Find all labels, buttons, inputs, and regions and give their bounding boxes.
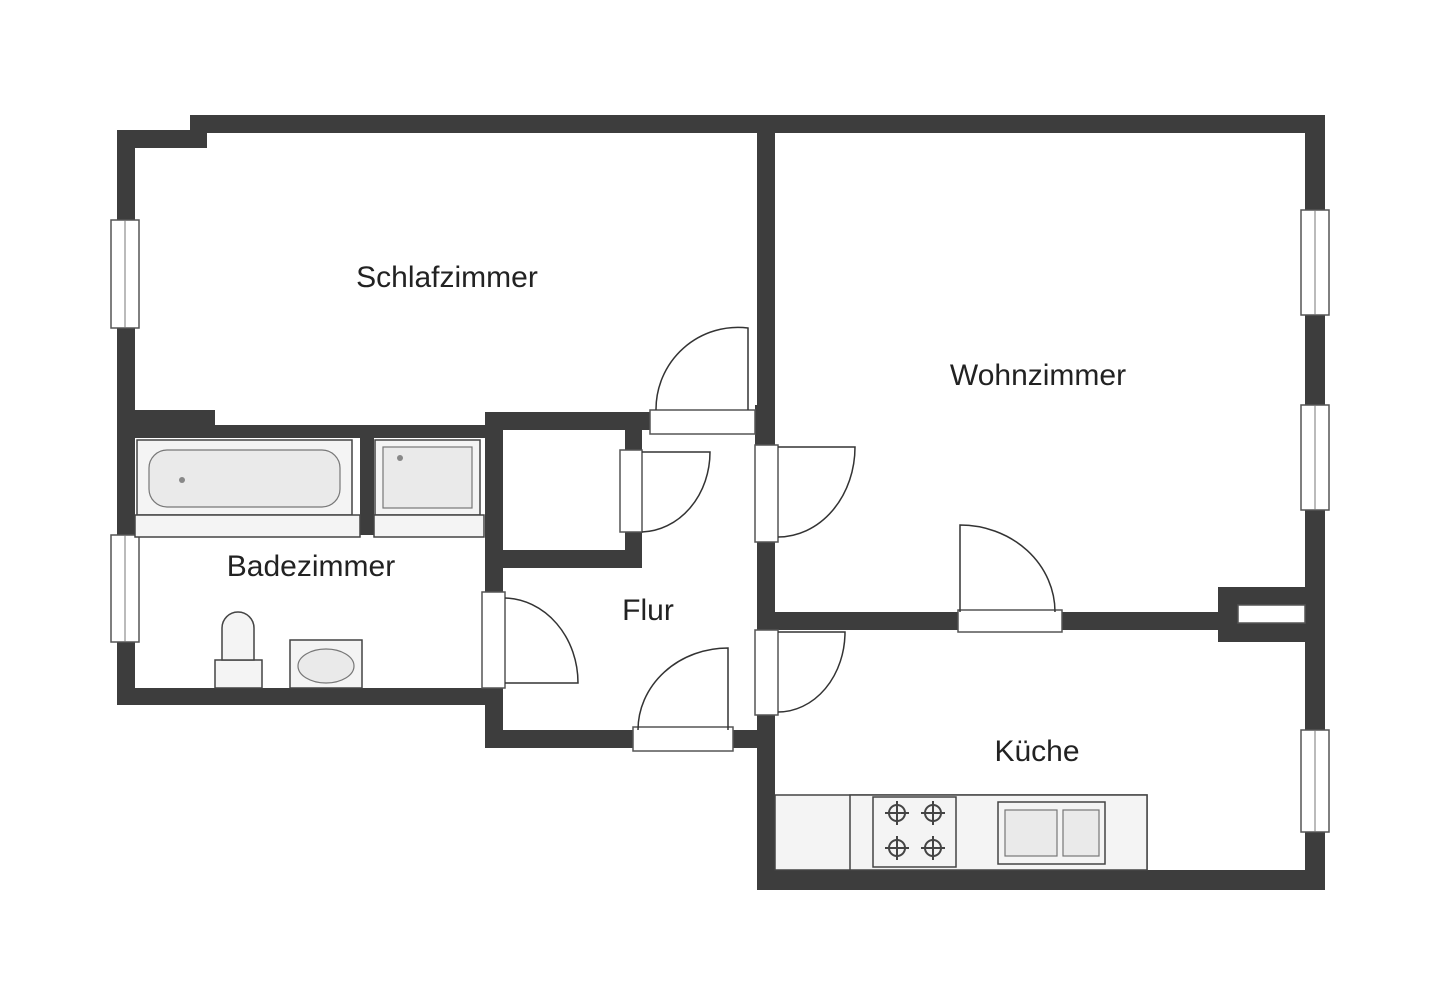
wall-closet-bottom [485, 550, 642, 568]
shower-ledge [373, 514, 485, 538]
wall-closet-right-a [625, 412, 642, 450]
wall-kitchen-left [757, 712, 775, 890]
door-opening-living [754, 444, 779, 543]
wall-kitchen-bottom [757, 870, 1325, 890]
bathtub-ledge [134, 514, 361, 538]
wall-living-kitchen-a [775, 612, 960, 630]
wall-bedroom-bath-a [135, 410, 215, 428]
bathtub-basin [148, 449, 341, 508]
door-opening-entrance [632, 726, 734, 752]
door-closet [641, 451, 711, 533]
toilet-tank [214, 659, 263, 689]
label-badezimmer: Badezimmer [227, 550, 395, 583]
wall-bedroom-bath-b [135, 425, 500, 438]
shower-drain [397, 455, 403, 461]
wall-bedroom-living [757, 115, 775, 445]
door-bath [504, 597, 579, 684]
bathtub-drain [179, 477, 185, 483]
wall-hall-bottom-a [485, 730, 635, 748]
wall-top-left-step [117, 130, 207, 148]
wall-hall-left-a [485, 412, 503, 592]
label-kueche: Küche [994, 735, 1079, 768]
door-opening-kitchen [754, 629, 779, 716]
wall-living-kitchen-b [1060, 612, 1220, 630]
kitchen-sink-basin-2 [1062, 809, 1100, 857]
wall-tub-shower [360, 425, 374, 535]
room-labels: Schlafzimmer Wohnzimmer Badezimmer Flur … [227, 261, 1126, 768]
doors [481, 326, 1063, 752]
wall-hall-bottom-b [733, 730, 775, 748]
label-wohnzimmer: Wohnzimmer [950, 359, 1126, 392]
fixtures [134, 439, 1148, 871]
label-flur: Flur [622, 594, 674, 627]
chimney-opening [1237, 604, 1306, 624]
stove [872, 796, 957, 868]
door-opening-closet [619, 449, 643, 533]
wall-bath-bottom [117, 688, 503, 705]
door-kitchen [777, 631, 846, 713]
washbasin-bowl [297, 648, 355, 684]
toilet-bowl [221, 611, 255, 661]
stove-burners [885, 801, 945, 860]
label-schlafzimmer: Schlafzimmer [356, 261, 538, 294]
door-living [777, 446, 856, 538]
door-entrance [637, 647, 729, 731]
door-opening-living-kitchen [957, 609, 1063, 633]
wall-closet-right-b [625, 530, 642, 568]
windows [110, 209, 1330, 833]
shower-basin [382, 446, 473, 509]
kitchen-sink-basin-1 [1004, 809, 1058, 857]
wall-junction [755, 405, 775, 445]
door-bedroom [655, 326, 749, 411]
door-opening-bedroom [649, 409, 756, 435]
wall-hall-living [757, 540, 775, 632]
door-opening-bath [481, 591, 506, 689]
door-living-kitchen [959, 524, 1056, 613]
wall-closet-top [485, 412, 650, 430]
